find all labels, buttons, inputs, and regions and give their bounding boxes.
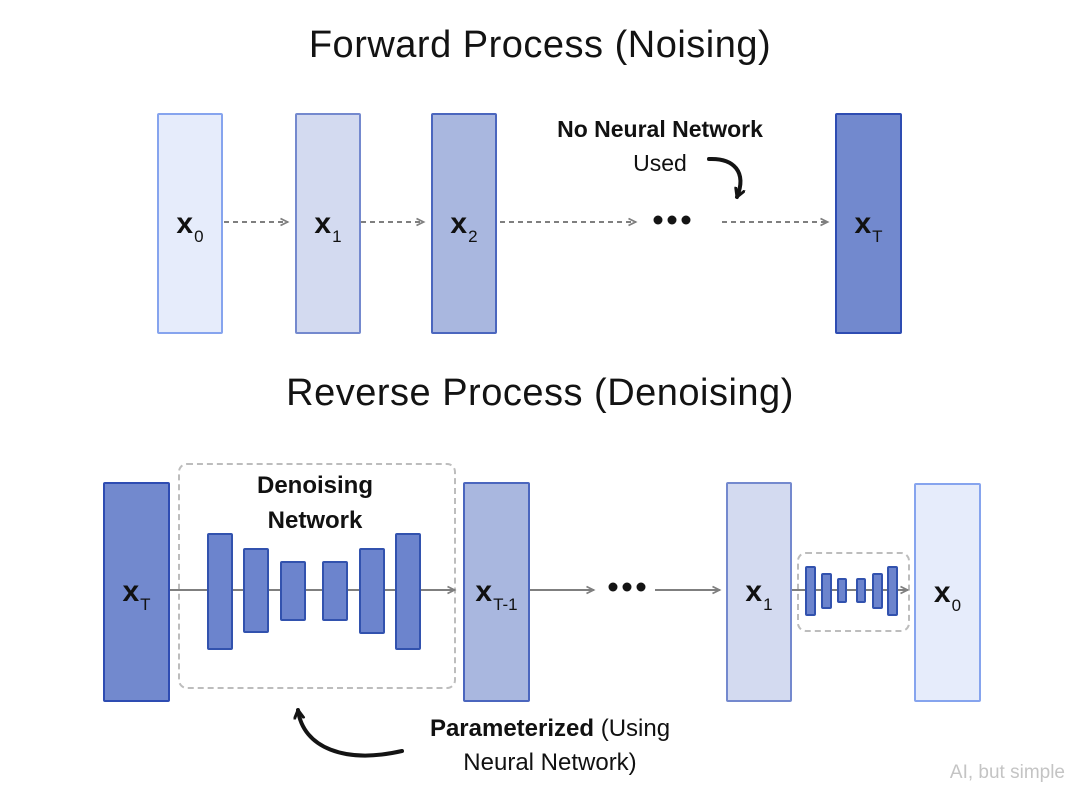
node-xT-reverse: xT (103, 482, 170, 702)
annotation-line2: Neural Network) (463, 749, 637, 776)
annotation-line2: Used (633, 150, 687, 176)
node-xT-forward: xT (835, 113, 902, 334)
node-x1-forward: x1 (295, 113, 361, 334)
node-label: x1 (745, 575, 773, 614)
node-label: xT-1 (475, 575, 518, 614)
network-bar (322, 561, 348, 621)
forward-title: Forward Process (Noising) (308, 24, 772, 66)
mini-network-bar (887, 566, 898, 616)
mini-network-bar (821, 573, 832, 609)
denoising-network-label: Denoising Network (256, 472, 373, 534)
network-bar (207, 533, 233, 650)
node-label: x1 (314, 206, 342, 246)
no-neural-network-annotation: No Neural Network Used (520, 112, 800, 180)
mini-network-bar (856, 578, 866, 603)
node-label: xT (122, 575, 151, 614)
node-label: xT (854, 206, 883, 246)
watermark: AI, but simple (949, 762, 1065, 783)
node-x2-forward: x2 (431, 113, 497, 334)
denoising-network-box (178, 463, 456, 689)
ellipsis-dots-forward (653, 215, 691, 225)
node-label: x0 (933, 575, 962, 615)
network-bar (395, 533, 421, 650)
node-x0-reverse: x0 (914, 483, 981, 702)
network-bar (280, 561, 306, 621)
mini-network-bar (837, 578, 847, 603)
node-x1-reverse: x1 (726, 482, 792, 702)
ellipsis-dots-reverse (608, 582, 646, 592)
mini-network-bar (805, 566, 816, 616)
node-x0-forward: x0 (157, 113, 223, 334)
reverse-title: Reverse Process (Denoising) (286, 372, 794, 414)
annotation-bold: Parameterized (429, 715, 595, 742)
annotation-line1: No Neural Network (557, 116, 763, 142)
parameterized-annotation: Parameterized (Using Neural Network) (385, 712, 715, 780)
node-label: x0 (176, 206, 204, 246)
node-xT-1-reverse: xT-1 (463, 482, 530, 702)
node-label: x2 (450, 206, 478, 246)
mini-network-bar (872, 573, 883, 609)
network-bar (359, 548, 385, 634)
network-bar (243, 548, 269, 633)
annotation-rest: (Using (594, 715, 671, 742)
